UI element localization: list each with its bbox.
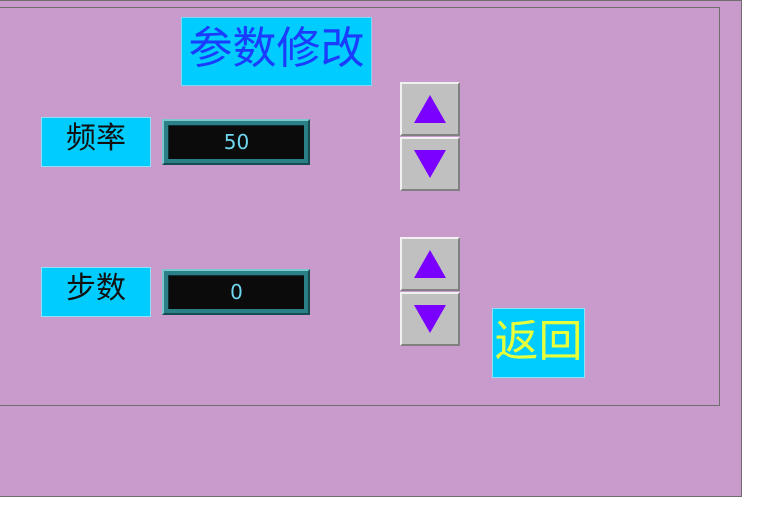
frequency-label: 频率: [41, 117, 151, 167]
content-panel: [0, 7, 720, 406]
steps-field[interactable]: 0: [162, 269, 310, 315]
steps-value[interactable]: 0: [168, 275, 304, 309]
steps-increment-button[interactable]: [400, 237, 460, 291]
triangle-up-icon: [414, 250, 446, 278]
hmi-screen: 参数修改 频率 50 步数 0 返回: [0, 0, 742, 497]
frequency-field[interactable]: 50: [162, 119, 310, 165]
steps-stepper: [400, 237, 460, 347]
triangle-up-icon: [414, 95, 446, 123]
frequency-increment-button[interactable]: [400, 82, 460, 136]
frequency-decrement-button[interactable]: [400, 137, 460, 191]
triangle-down-icon: [414, 305, 446, 333]
steps-label: 步数: [41, 267, 151, 317]
frequency-stepper: [400, 82, 460, 192]
frequency-value[interactable]: 50: [168, 125, 304, 159]
page-title: 参数修改: [181, 17, 372, 86]
triangle-down-icon: [414, 150, 446, 178]
steps-decrement-button[interactable]: [400, 292, 460, 346]
return-button[interactable]: 返回: [492, 308, 585, 378]
